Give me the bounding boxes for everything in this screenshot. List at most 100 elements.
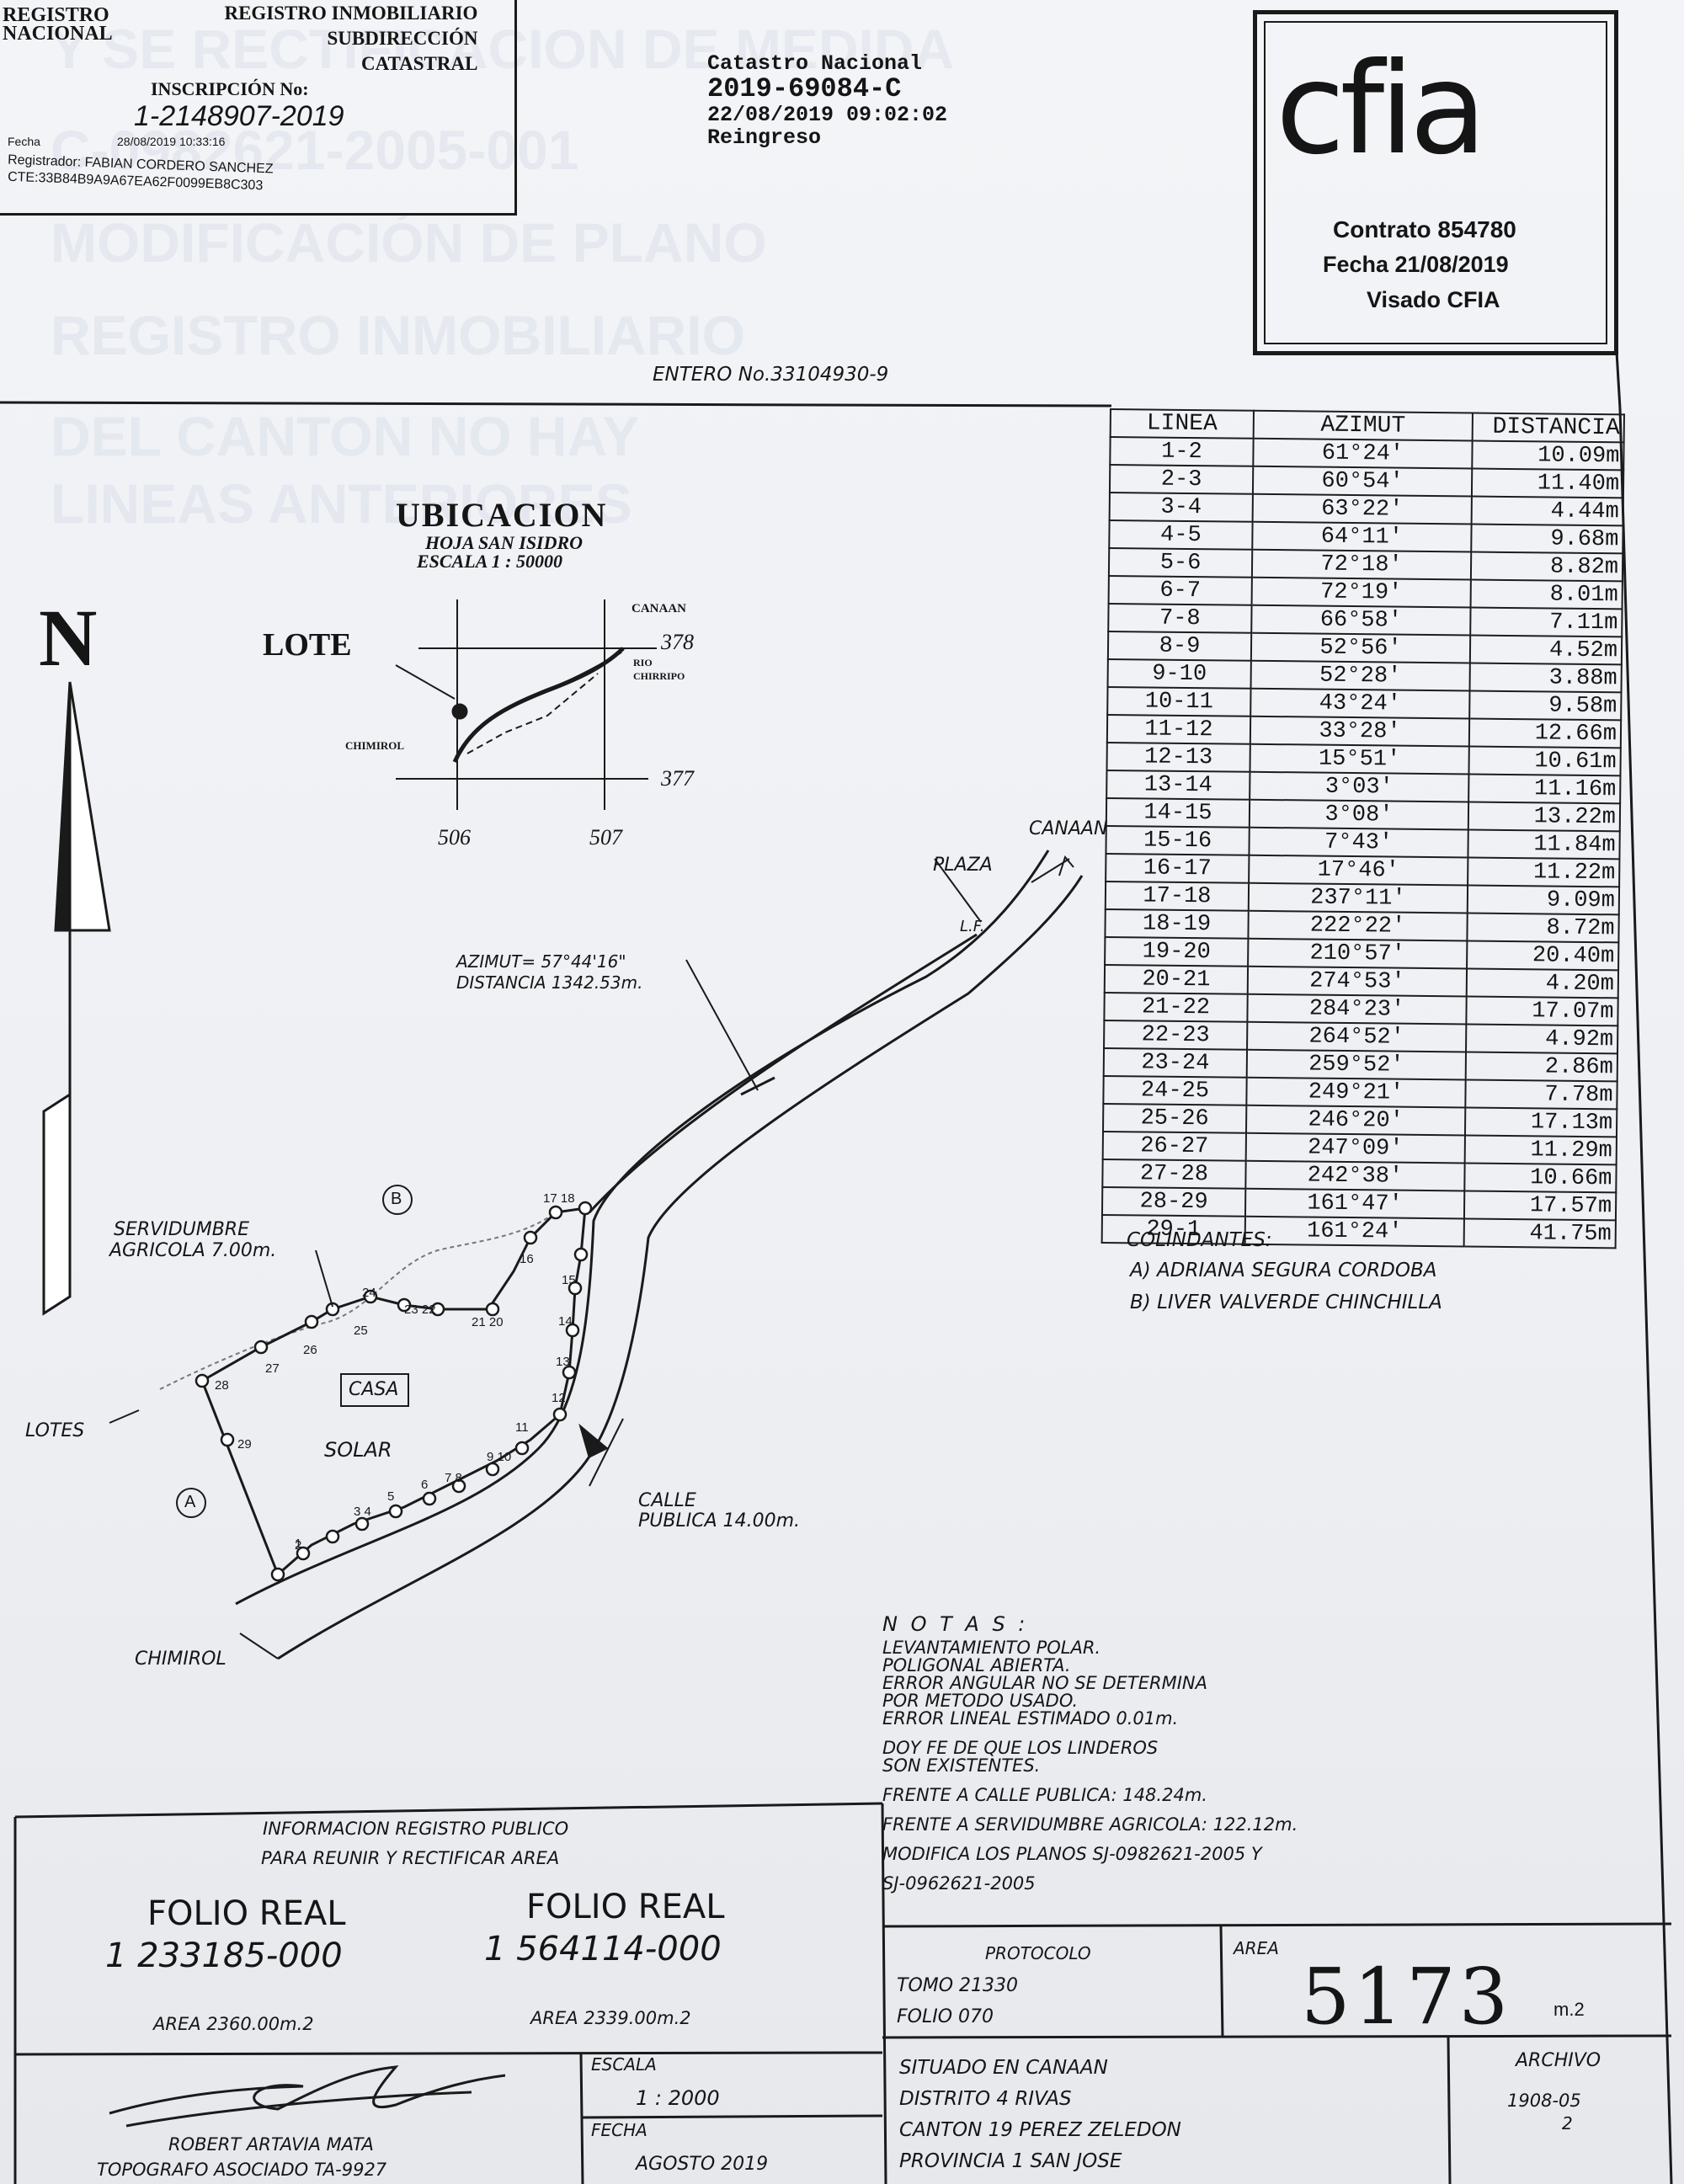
cell-azimut: 66°58' (1251, 605, 1471, 636)
svg-text:2: 2 (295, 1538, 301, 1553)
surveyor-name: ROBERT ARTAVIA MATA (168, 2134, 374, 2155)
cell-azimut: 60°54' (1252, 466, 1473, 497)
situado-line: PROVINCIA 1 SAN JOSE (899, 2150, 1122, 2172)
svg-text:25: 25 (354, 1324, 368, 1338)
label-distancia: DISTANCIA 1342.53m. (456, 972, 643, 993)
location-chirripo: CHIRRIPO (633, 670, 685, 682)
cell-distancia: 17.13m (1464, 1107, 1617, 1137)
cell-linea: 24-25 (1103, 1075, 1247, 1105)
area-value: 5173 (1301, 1952, 1512, 2042)
archivo-value: 1908-05 (1507, 2091, 1581, 2111)
cell-distancia: 9.09m (1467, 885, 1620, 915)
cell-distancia: 4.44m (1471, 496, 1623, 526)
cell-linea: 11-12 (1106, 714, 1251, 744)
cell-azimut: 259°52' (1246, 1049, 1467, 1080)
cell-linea: 10-11 (1107, 686, 1251, 716)
cfia-fecha: Fecha 21/08/2019 (1323, 252, 1509, 277)
cell-linea: 28-29 (1101, 1186, 1246, 1217)
fecha-label: FECHA (591, 2120, 647, 2140)
notas-title: N O T A S : (882, 1612, 1029, 1636)
cell-distancia: 10.61m (1468, 746, 1621, 776)
folio1-area: AREA 2360.00m.2 (153, 2014, 314, 2034)
cell-distancia: 3.88m (1469, 663, 1622, 693)
cell-distancia: 10.66m (1464, 1163, 1617, 1193)
catastro-date: 22/08/2019 09:02:02 (707, 103, 948, 127)
grid-506: 506 (438, 825, 471, 850)
cell-linea: 18-19 (1105, 908, 1249, 939)
protocolo-tomo: TOMO 21330 (897, 1975, 1019, 1996)
cell-distancia: 41.75m (1463, 1218, 1616, 1249)
catastro-status: Reingreso (707, 125, 822, 150)
area-label: AREA (1234, 1938, 1279, 1958)
fecha-value: AGOSTO 2019 (636, 2154, 769, 2175)
nota-line: MODIFICA LOS PLANOS SJ-0982621-2005 Y (882, 1844, 1262, 1864)
cfia-contrato: Contrato 854780 (1333, 216, 1516, 242)
cell-linea: 12-13 (1106, 742, 1250, 772)
area-unit: m.2 (1553, 1999, 1585, 2020)
folio2-number: 1 564114-000 (484, 1930, 722, 1968)
label-servidumbre-2: AGRICOLA 7.00m. (109, 1240, 277, 1261)
location-sheet: HOJA SAN ISIDRO (425, 532, 584, 553)
cell-azimut: 249°21' (1246, 1077, 1466, 1108)
north-label: N (39, 593, 98, 683)
cell-linea: 21-22 (1104, 992, 1248, 1022)
label-solar: SOLAR (324, 1438, 392, 1462)
location-chimirol: CHIMIROL (345, 739, 405, 752)
registro-publico-title-1: INFORMACION REGISTRO PUBLICO (263, 1819, 569, 1839)
folio1-label: FOLIO REAL (147, 1894, 346, 1933)
cell-azimut: 3°08' (1249, 799, 1469, 830)
cell-distancia: 8.72m (1467, 913, 1619, 943)
location-rio: RIO (633, 657, 653, 669)
label-canaan: CANAAN (1029, 818, 1108, 839)
cell-azimut: 161°24' (1244, 1216, 1464, 1247)
cell-linea: 19-20 (1105, 936, 1249, 967)
cell-distancia: 10.09m (1472, 440, 1624, 471)
cell-azimut: 72°19' (1251, 577, 1471, 608)
folio2-area: AREA 2339.00m.2 (530, 2008, 691, 2028)
colindantes-title: COLINDANTES: (1127, 1229, 1272, 1251)
archivo-label: ARCHIVO (1516, 2050, 1601, 2071)
cell-linea: 15-16 (1106, 825, 1250, 855)
situado-line: CANTON 19 PEREZ ZELEDON (899, 2119, 1181, 2141)
cell-linea: 14-15 (1106, 797, 1250, 828)
cell-distancia: 11.84m (1468, 829, 1620, 860)
cell-distancia: 13.22m (1468, 802, 1621, 832)
cell-azimut: 222°22' (1248, 910, 1468, 941)
colindante-a: A) ADRIANA SEGURA CORDOBA (1130, 1260, 1437, 1281)
grid-377: 377 (661, 766, 694, 791)
notas-block: LEVANTAMIENTO POLAR. POLIGONAL ABIERTA. … (882, 1639, 1298, 1893)
cell-azimut: 52°28' (1250, 660, 1470, 691)
svg-text:3 4: 3 4 (354, 1505, 371, 1519)
svg-text:9 10: 9 10 (487, 1450, 511, 1464)
catastro-stamp: Catastro Nacional 2019-69084-C 22/08/201… (707, 52, 947, 149)
cell-distancia: 4.52m (1469, 635, 1623, 665)
cell-azimut: 237°11' (1248, 882, 1468, 914)
cell-linea: 2-3 (1109, 465, 1254, 494)
cell-distancia: 8.82m (1470, 551, 1623, 582)
cell-azimut: 52°56' (1250, 632, 1471, 663)
colindante-b: B) LIVER VALVERDE CHINCHILLA (1130, 1292, 1442, 1313)
cell-azimut: 161°47' (1244, 1188, 1465, 1219)
cell-linea: 26-27 (1102, 1131, 1246, 1161)
nota-line: ERROR LINEAL ESTIMADO 0.01m. (882, 1708, 1179, 1729)
cell-linea: 1-2 (1110, 437, 1254, 466)
escala-value: 1 : 2000 (636, 2086, 720, 2110)
cell-distancia: 2.86m (1465, 1052, 1618, 1082)
header-distancia: DISTANCIA (1472, 413, 1624, 443)
cfia-stamp: cfia Contrato 854780 Fecha 21/08/2019 Vi… (1253, 10, 1618, 355)
svg-text:24: 24 (362, 1286, 376, 1300)
cell-distancia: 12.66m (1468, 718, 1622, 748)
cell-linea: 27-28 (1102, 1159, 1246, 1189)
cell-linea: 6-7 (1108, 575, 1252, 605)
label-calle-2: PUBLICA 14.00m. (638, 1510, 801, 1531)
svg-text:17 18: 17 18 (543, 1191, 575, 1206)
nota-line: LEVANTAMIENTO POLAR. (882, 1638, 1101, 1658)
cell-distancia: 4.92m (1466, 1024, 1618, 1054)
cell-azimut: 61°24' (1253, 438, 1473, 469)
cell-azimut: 246°20' (1245, 1105, 1466, 1136)
label-plaza: PLAZA (933, 855, 993, 876)
cfia-visado: Visado CFIA (1367, 287, 1500, 312)
svg-text:11: 11 (515, 1420, 529, 1435)
